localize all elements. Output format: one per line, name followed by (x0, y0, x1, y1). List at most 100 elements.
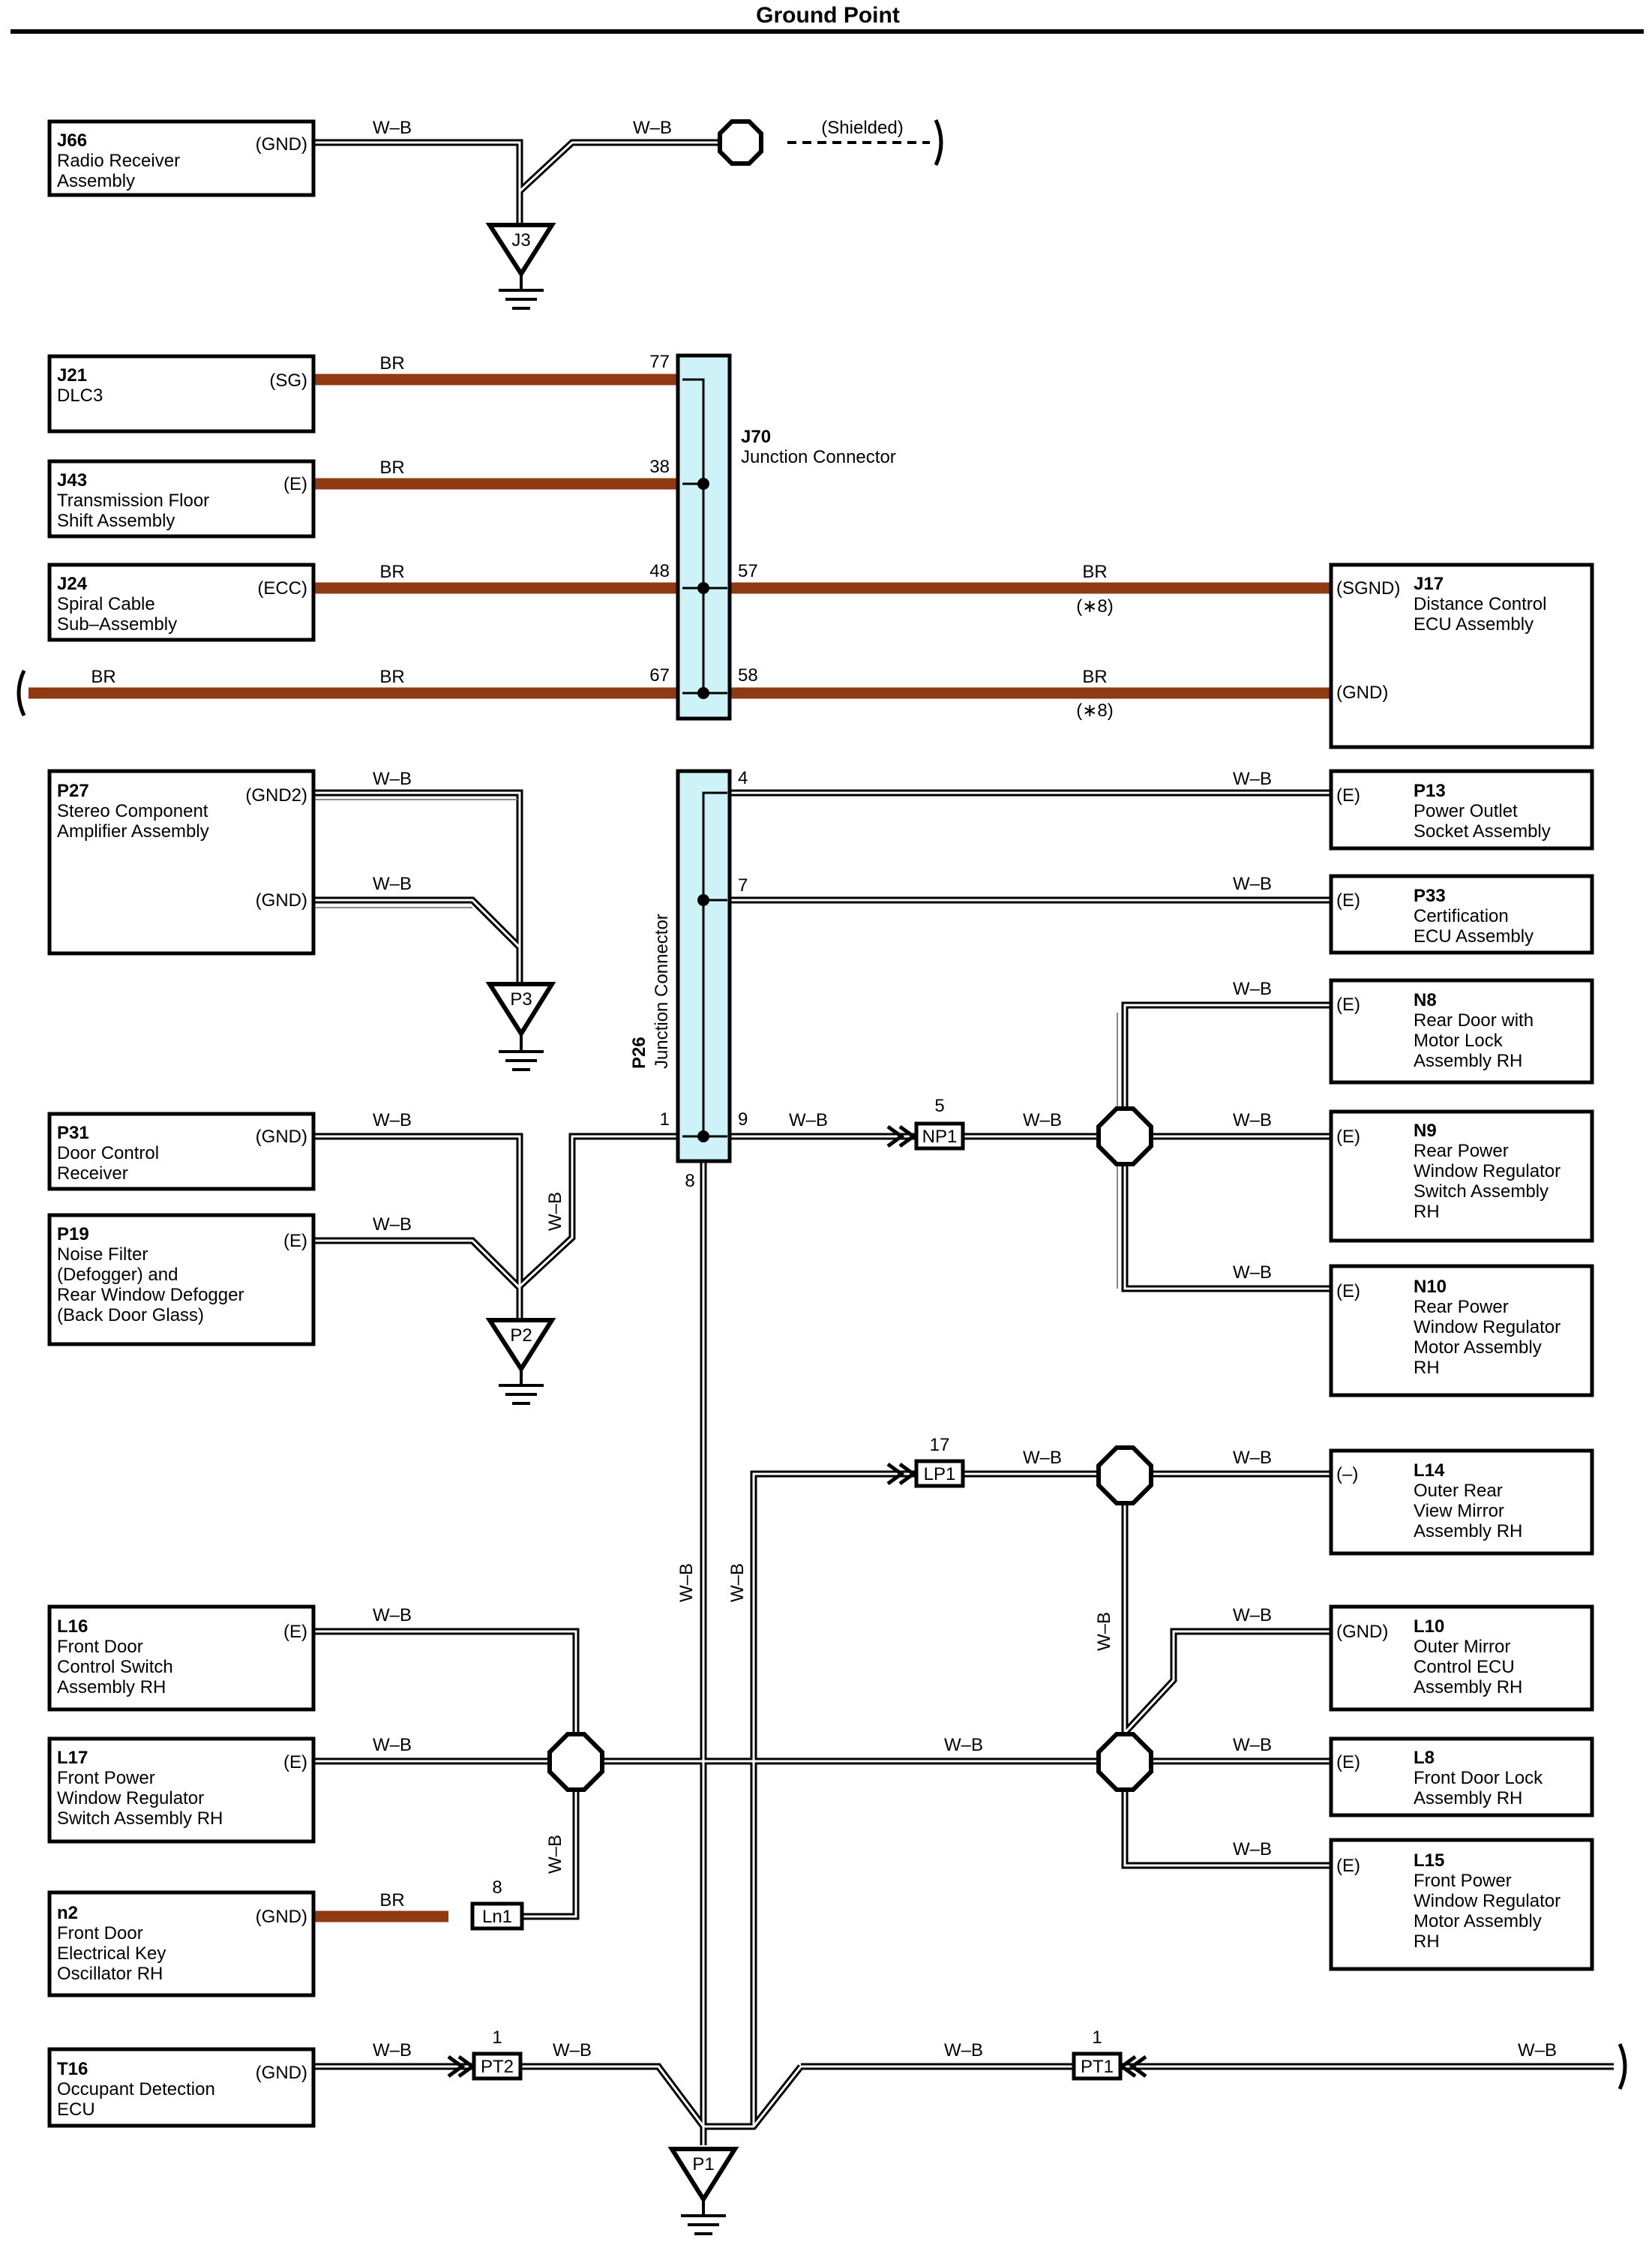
wire-label: W–B (1233, 1735, 1272, 1755)
j43-pin: (E) (283, 474, 307, 494)
j70-pin-57: 57 (738, 561, 758, 581)
l14-pin: (–) (1336, 1464, 1358, 1484)
box-t16 (47, 2047, 316, 2128)
wire-label: W–B (553, 2040, 592, 2060)
n8-line3: Assembly RH (1414, 1051, 1522, 1071)
l17-line2: Window Regulator (57, 1788, 204, 1808)
t16-pin: (GND) (256, 2063, 307, 2083)
wire-labels: W–B W–B (Shielded) BR BR BR BR (∗8) BR B… (91, 118, 1557, 2060)
j24-pin: (ECC) (257, 578, 307, 599)
p19-line2: (Defogger) and (57, 1265, 178, 1285)
l10-code: L10 (1414, 1616, 1444, 1637)
box-p13 (1329, 769, 1594, 851)
wire-label: W–B (373, 1735, 412, 1755)
n10-code: N10 (1414, 1277, 1447, 1297)
box-n9 (1329, 1109, 1594, 1243)
l8-code: L8 (1414, 1748, 1435, 1768)
box-p27 (47, 769, 316, 956)
p27-line2: Amplifier Assembly (57, 821, 209, 842)
wire-label: W–B (1023, 1448, 1062, 1468)
j70-pin-38: 38 (649, 457, 670, 477)
n2-line1: Front Door (57, 1923, 143, 1943)
j24-code: J24 (57, 574, 88, 594)
j17-code: J17 (1414, 574, 1444, 594)
l14-code: L14 (1414, 1460, 1445, 1481)
p27-code: P27 (57, 781, 89, 801)
j70-pin-67: 67 (649, 665, 670, 686)
junction-p26 (676, 769, 732, 1163)
l15-pin: (E) (1336, 1856, 1360, 1876)
n10-line3: Motor Assembly (1414, 1337, 1542, 1358)
wire-label: BR (379, 353, 404, 374)
pt1-label: PT1 (1081, 2057, 1114, 2077)
wire-label: W–B (545, 1835, 565, 1874)
p31-pin: (GND) (256, 1127, 307, 1147)
l15-line1: Front Power (1414, 1871, 1512, 1891)
wire-label: W–B (944, 2040, 983, 2060)
wire-label: W–B (676, 1563, 697, 1602)
l14-line1: Outer Rear (1414, 1481, 1503, 1501)
splice-shielded (718, 119, 763, 166)
wire-label: W–B (1233, 874, 1272, 894)
l16-line1: Front Door (57, 1637, 143, 1657)
ground-labels: J3 P3 P2 P1 (510, 230, 714, 2174)
l17-line1: Front Power (57, 1768, 155, 1788)
box-l15 (1329, 1838, 1594, 1971)
wire-label: W–B (373, 2040, 412, 2060)
box-n8 (1329, 978, 1594, 1085)
diagram-title: Ground Point (756, 3, 900, 28)
j43-code: J43 (57, 470, 87, 491)
p27-pin-gnd: (GND) (256, 890, 307, 911)
p26-pin-8: 8 (685, 1171, 694, 1191)
p31-code: P31 (57, 1123, 89, 1143)
ground-p3 (485, 982, 556, 1071)
box-l8 (1329, 1736, 1594, 1817)
box-l16 (47, 1604, 316, 1712)
wire-label: W–B (1094, 1612, 1114, 1651)
wire-label: W–B (1233, 1605, 1272, 1625)
j17-line1: Distance Control (1414, 594, 1546, 614)
n8-line1: Rear Door with (1414, 1010, 1534, 1031)
l17-pin: (E) (283, 1752, 307, 1772)
wire-label: BR (379, 1890, 404, 1910)
n10-line2: Window Regulator (1414, 1317, 1561, 1337)
n10-line4: RH (1414, 1358, 1440, 1378)
wire-label: W–B (373, 874, 412, 894)
n9-line1: Rear Power (1414, 1141, 1509, 1161)
splice-rear-door (1096, 1106, 1153, 1166)
pt2-pin: 1 (492, 2027, 502, 2048)
n10-line1: Rear Power (1414, 1297, 1509, 1317)
j66-line2: Assembly (57, 171, 135, 191)
wire-label: W–B (373, 1110, 412, 1130)
box-p31 (47, 1112, 316, 1191)
l8-line2: Assembly RH (1414, 1788, 1522, 1808)
box-j17 (1329, 563, 1594, 749)
j70-pin-77: 77 (649, 352, 670, 372)
j70-pin-58: 58 (738, 665, 758, 686)
connector-ln1-box (470, 1901, 524, 1931)
t16-code: T16 (57, 2059, 88, 2079)
splices (547, 119, 1153, 1792)
ln1-label: Ln1 (482, 1907, 512, 1927)
l14-line2: View Mirror (1414, 1501, 1504, 1521)
j70-code: J70 (741, 427, 771, 447)
p19-line4: (Back Door Glass) (57, 1305, 204, 1325)
n9-pin: (E) (1336, 1127, 1360, 1147)
splice-l14 (1096, 1445, 1153, 1505)
ground-p2 (485, 1318, 556, 1405)
j21-line1: DLC3 (57, 386, 103, 406)
ground-j3 (485, 223, 556, 310)
wire-label: W–B (373, 118, 412, 138)
l16-pin: (E) (283, 1622, 307, 1642)
l15-code: L15 (1414, 1850, 1444, 1871)
components (47, 119, 1594, 2128)
wire-label: BR (379, 562, 404, 582)
wire-label: W–B (1233, 1262, 1272, 1283)
j66-pin: (GND) (256, 134, 307, 155)
wire-label: W–B (1518, 2040, 1557, 2060)
p19-pin: (E) (283, 1231, 307, 1251)
wire-label: W–B (1233, 1110, 1272, 1130)
j70-name: Junction Connector (741, 447, 896, 467)
j43-line2: Shift Assembly (57, 511, 175, 531)
p27-line1: Stereo Component (57, 801, 208, 821)
